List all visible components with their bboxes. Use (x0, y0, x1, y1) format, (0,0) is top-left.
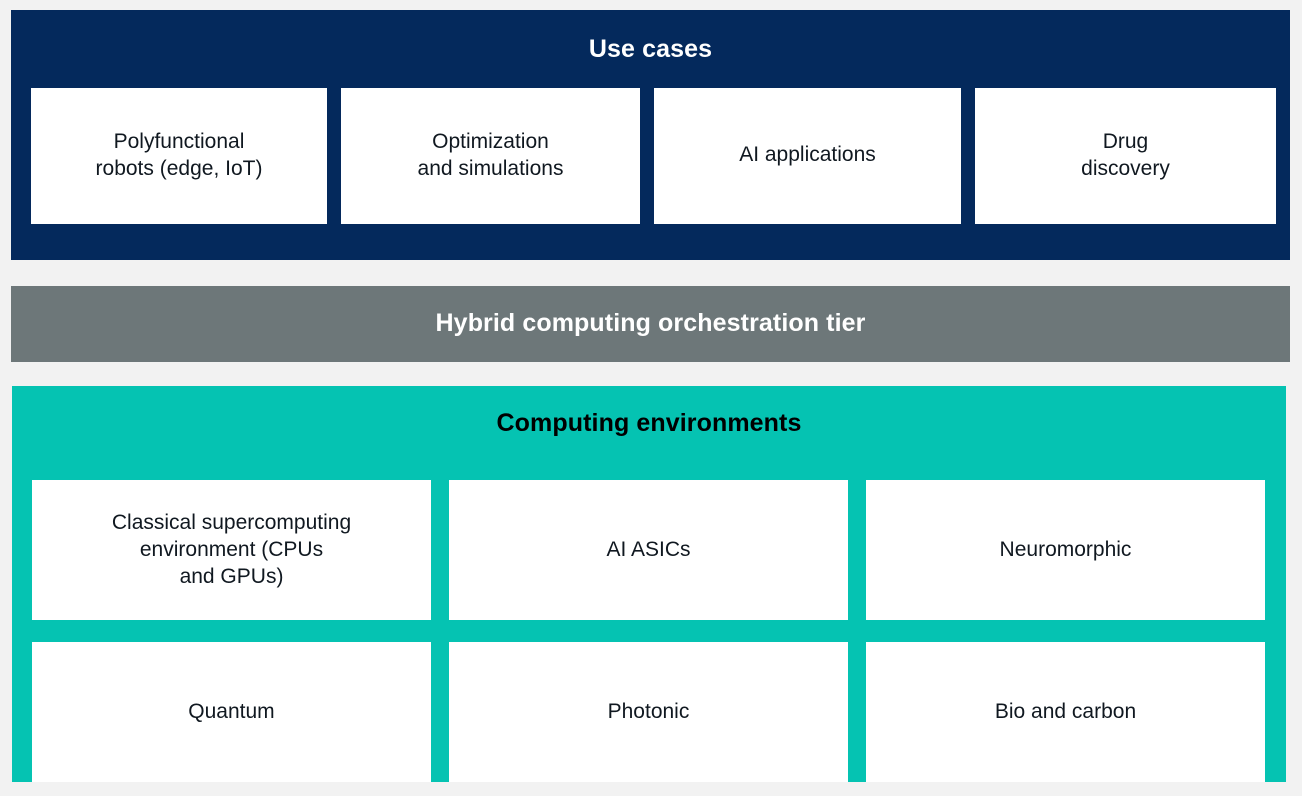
computing-environment-card-bio-and-carbon: Bio and carbon (866, 642, 1265, 782)
use-case-card-polyfunctional-robots: Polyfunctional robots (edge, IoT) (31, 87, 327, 224)
computing-environment-card-photonic: Photonic (449, 642, 848, 782)
computing-environments-band: Computing environments Classical superco… (12, 386, 1286, 782)
computing-environment-card-ai-asics: AI ASICs (449, 480, 848, 621)
computing-environment-card-neuromorphic: Neuromorphic (866, 480, 1265, 621)
computing-environment-card-quantum: Quantum (32, 642, 431, 782)
computing-environments-card-row-2: Quantum Photonic Bio and carbon (12, 642, 1286, 782)
computing-environment-card-classical-supercomputing: Classical supercomputing environment (CP… (32, 480, 431, 621)
use-case-card-drug-discovery: Drug discovery (975, 87, 1276, 224)
use-cases-card-row: Polyfunctional robots (edge, IoT) Optimi… (11, 87, 1290, 224)
use-case-card-ai-applications: AI applications (654, 87, 961, 224)
orchestration-tier-band: Hybrid computing orchestration tier (11, 286, 1290, 362)
computing-environments-title: Computing environments (496, 409, 802, 437)
use-cases-band: Use cases Polyfunctional robots (edge, I… (11, 10, 1290, 260)
orchestration-tier-title: Hybrid computing orchestration tier (435, 309, 866, 338)
use-case-card-optimization-and-simulations: Optimization and simulations (341, 87, 640, 224)
computing-environments-card-row-1: Classical supercomputing environment (CP… (12, 480, 1286, 621)
use-cases-title: Use cases (588, 35, 713, 63)
